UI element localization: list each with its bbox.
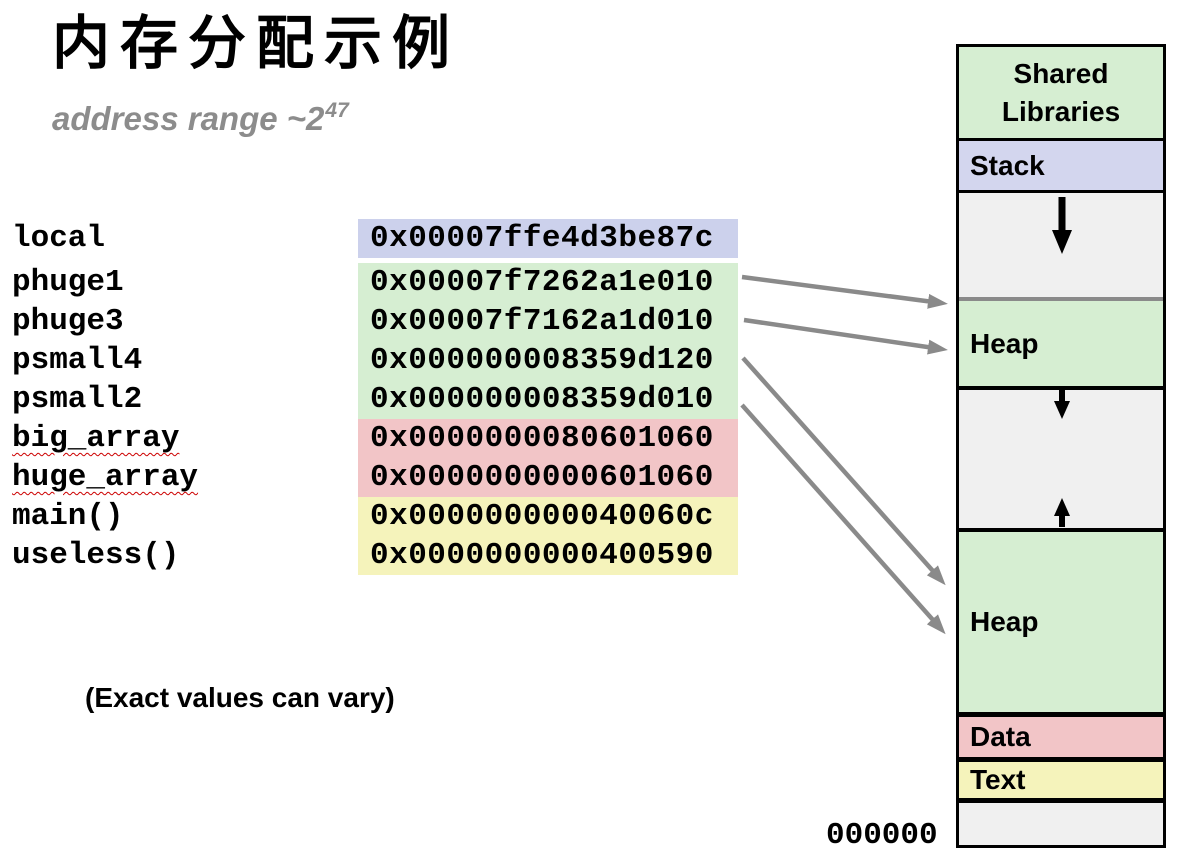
address-value: 0x0000000000400590 — [358, 536, 738, 575]
segment-heap-upper: Heap — [959, 301, 1163, 390]
subtitle: address range ~247 — [52, 99, 349, 138]
segment-heap-lower: Heap — [959, 532, 1163, 717]
segment-unused-bottom — [959, 803, 1163, 845]
exact-values-note: (Exact values can vary) — [85, 682, 395, 713]
table-row: main() 0x000000000040060c — [0, 497, 738, 536]
variable-name: phuge1 — [12, 265, 124, 300]
segment-data: Data — [959, 717, 1163, 762]
table-row: huge_array 0x0000000000601060 — [0, 458, 738, 497]
variable-name: psmall2 — [12, 382, 143, 417]
pointer-arrow-phuge3-icon — [743, 317, 948, 355]
variable-name: huge_array — [12, 460, 199, 495]
address-value: 0x00007ffe4d3be87c — [358, 219, 738, 258]
bottom-address-label: 000000 — [826, 818, 938, 853]
address-value: 0x0000000080601060 — [358, 419, 738, 458]
subtitle-exponent: 47 — [325, 99, 349, 122]
segment-label: Shared Libraries — [1001, 57, 1121, 127]
variable-name: useless() — [12, 538, 180, 573]
variable-name: big_array — [12, 421, 180, 456]
segment-shared-libraries: Shared Libraries — [959, 47, 1163, 141]
table-row: phuge1 0x00007f7262a1e010 — [0, 263, 738, 302]
segment-text: Text — [959, 762, 1163, 803]
address-value: 0x000000008359d120 — [358, 341, 738, 380]
pointer-arrow-phuge1-icon — [741, 274, 948, 309]
subtitle-text: address range ~2 — [52, 100, 325, 137]
variable-name: psmall4 — [12, 343, 143, 378]
table-row: big_array 0x0000000080601060 — [0, 419, 738, 458]
segment-label: Text — [970, 764, 1026, 795]
memory-map: Shared Libraries Stack Heap Heap Data Te… — [956, 44, 1166, 848]
address-value: 0x000000000040060c — [358, 497, 738, 536]
pointer-arrow-psmall4-icon — [741, 356, 946, 586]
segment-label: Stack — [970, 149, 1045, 181]
table-row: useless() 0x0000000000400590 — [0, 536, 738, 575]
segment-stack: Stack — [959, 141, 1163, 193]
pointer-arrow-psmall2-icon — [740, 403, 946, 635]
segment-label: Heap — [970, 606, 1039, 637]
table-row: psmall4 0x000000008359d120 — [0, 341, 738, 380]
table-row: local 0x00007ffe4d3be87c — [0, 219, 738, 258]
variable-address-table: local 0x00007ffe4d3be87c phuge1 0x00007f… — [0, 219, 738, 575]
address-value: 0x00007f7262a1e010 — [358, 263, 738, 302]
segment-label: Heap — [970, 327, 1039, 359]
variable-name: main() — [12, 499, 124, 534]
address-value: 0x000000008359d010 — [358, 380, 738, 419]
page-title: 内存分配示例 — [52, 9, 461, 77]
table-row: psmall2 0x000000008359d010 — [0, 380, 738, 419]
address-value: 0x0000000000601060 — [358, 458, 738, 497]
variable-name: local — [12, 221, 106, 256]
segment-unused-above-heap — [959, 193, 1163, 301]
segment-unused-between-heaps — [959, 390, 1163, 532]
table-row: phuge3 0x00007f7162a1d010 — [0, 302, 738, 341]
segment-label: Data — [970, 721, 1031, 752]
address-value: 0x00007f7162a1d010 — [358, 302, 738, 341]
variable-name: phuge3 — [12, 304, 124, 339]
